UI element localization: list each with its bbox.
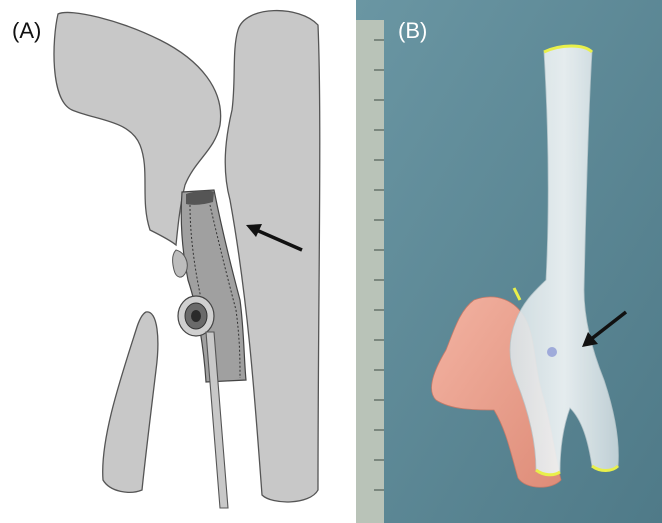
lower-left-tissue-shape xyxy=(103,312,158,492)
photo-rendering xyxy=(356,0,662,523)
panel-b-photo: (B) xyxy=(356,0,662,523)
stent-lumen xyxy=(186,191,214,205)
panel-label-b: (B) xyxy=(398,18,427,44)
panel-a-schematic: (A) xyxy=(0,0,355,523)
panel-label-a: (A) xyxy=(12,18,41,44)
ruler xyxy=(356,20,384,523)
valve-ring-hole xyxy=(191,310,201,322)
schematic-drawing xyxy=(0,0,355,523)
posterior-wall-shape xyxy=(225,11,320,502)
blue-marker xyxy=(547,347,557,357)
